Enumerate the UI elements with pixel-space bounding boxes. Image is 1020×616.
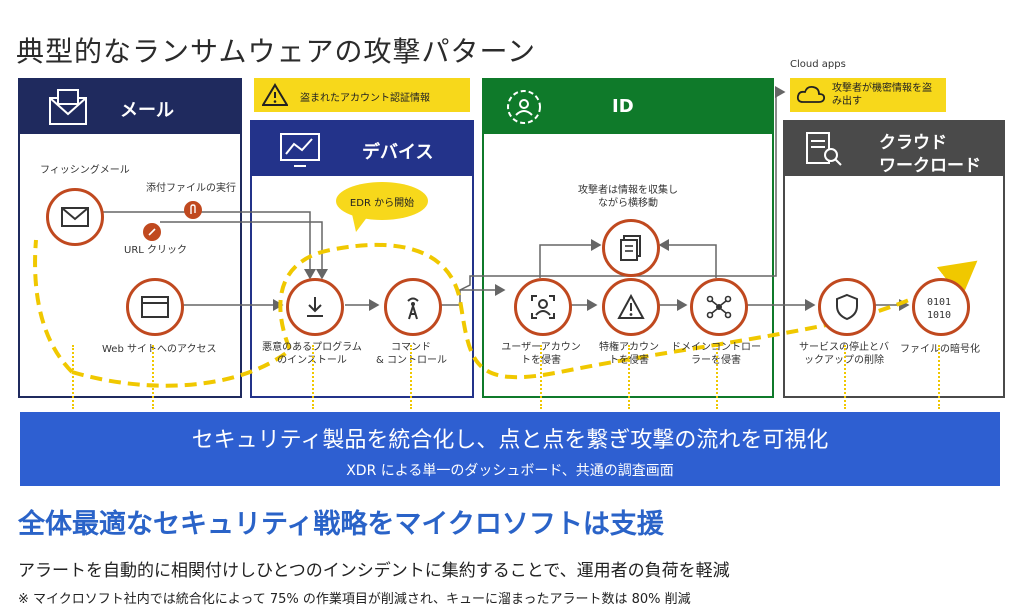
warning-triangle-icon: [617, 294, 645, 319]
footnote: ※ マイクロソフト社内では統合化によって 75% の作業項目が削減され、キューに…: [18, 592, 691, 607]
collect-info-node: [602, 219, 660, 277]
headline: 全体最適なセキュリティ戦略をマイクロソフトは支援: [18, 509, 664, 540]
edr-start-callout: EDR から開始: [336, 182, 428, 220]
id-panel-title: ID: [612, 96, 634, 117]
device-panel-header: デバイス: [252, 122, 472, 176]
antenna-icon: [407, 297, 419, 320]
command-control-node: [384, 278, 442, 336]
phishing-label: フィッシングメール: [40, 165, 130, 176]
svg-text:1010: 1010: [927, 310, 951, 321]
id-panel-header: ID: [484, 80, 772, 134]
web-access-label: Web サイトへのアクセス: [102, 344, 217, 355]
drop-line-encrypt: [938, 345, 940, 409]
browser-window-icon: [141, 296, 169, 318]
file-encrypt-label: ファイルの暗号化: [900, 344, 980, 355]
priv-account-node: [602, 278, 660, 336]
drop-line-web: [152, 345, 154, 409]
subheadline: アラートを自動的に相関付けしひとつのインシデントに集約することで、運用者の負荷を…: [18, 561, 730, 581]
mail-envelope-icon: [49, 89, 87, 125]
paperclip-icon: [190, 204, 196, 214]
cloud-icon: [796, 85, 826, 103]
warning-icon: [262, 83, 288, 106]
domain-controller-node: [690, 278, 748, 336]
collect-info-label: 攻撃者は情報を収集しながら横移動: [578, 185, 678, 209]
network-icon: [706, 295, 732, 319]
documents-icon: [620, 235, 641, 261]
cloud-panel-title-line1: クラウド: [879, 133, 947, 153]
user-account-node: [514, 278, 572, 336]
drop-line-mail: [72, 345, 74, 409]
attachment-label: 添付ファイルの実行: [146, 183, 236, 194]
drop-line-c2: [410, 345, 412, 409]
service-stop-node: [818, 278, 876, 336]
phishing-node: [46, 188, 104, 246]
document-search-icon: [806, 132, 842, 166]
url-click-node: [143, 223, 161, 241]
web-access-node: [126, 278, 184, 336]
url-click-label: URL クリック: [124, 245, 188, 256]
user-scan-icon: [531, 295, 555, 319]
drop-line-service: [844, 345, 846, 409]
banner-line2: XDR による単一のダッシュボード、共通の調査画面: [346, 463, 674, 479]
malware-install-node: [286, 278, 344, 336]
drop-line-priv: [628, 345, 630, 409]
cloud-apps-label: Cloud apps: [790, 59, 846, 70]
monitor-chart-icon: [280, 133, 320, 167]
attachment-node: [184, 201, 202, 219]
page-title: 典型的なランサムウェアの攻撃パターン: [16, 35, 537, 68]
binary-icon: 0101 1010: [927, 297, 951, 321]
banner-line1: セキュリティ製品を統合化し、点と点を繋ぎ攻撃の流れを可視化: [191, 428, 829, 453]
device-panel-title: デバイス: [362, 142, 434, 163]
mail-panel-header: メール: [20, 80, 240, 134]
exfiltration-callout: 攻撃者が機密情報を盗み出す: [790, 78, 946, 112]
mail-panel-title: メール: [120, 100, 174, 121]
gear-user-icon: [507, 90, 541, 124]
stolen-credentials-callout: 盗まれたアカウント認証情報: [254, 78, 470, 112]
shield-icon: [836, 293, 858, 321]
download-icon: [307, 297, 323, 317]
drop-line-install: [312, 345, 314, 409]
cloud-panel-header: クラウド ワークロード: [785, 122, 1003, 176]
edr-callout-tail: [352, 214, 368, 232]
xdr-banner: セキュリティ製品を統合化し、点と点を繋ぎ攻撃の流れを可視化 XDR による単一の…: [20, 412, 1000, 486]
svg-text:0101: 0101: [927, 297, 951, 308]
drop-line-dc: [716, 345, 718, 409]
envelope-icon: [61, 207, 89, 227]
file-encrypt-node: 0101 1010: [912, 278, 970, 336]
cloud-panel-title-line2: ワークロード: [879, 156, 981, 176]
drop-line-user: [540, 345, 542, 409]
link-icon: [148, 228, 156, 236]
